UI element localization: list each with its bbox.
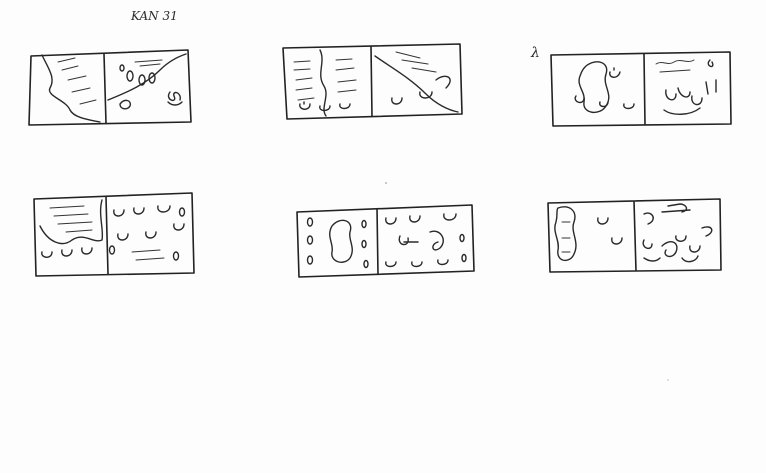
stone-5d	[362, 221, 366, 228]
mark-note: λ	[530, 45, 540, 61]
stone-c	[174, 252, 179, 260]
wave-scribble	[656, 60, 694, 72]
stone-5h	[462, 255, 466, 262]
right-marks	[706, 60, 716, 94]
sketch-6-divider	[634, 201, 636, 271]
sketch-6	[548, 199, 721, 272]
stone-a	[180, 208, 185, 216]
cup-field	[114, 206, 184, 240]
stone-5a	[308, 218, 313, 226]
ground-lines	[132, 250, 164, 260]
water-lines	[58, 58, 96, 104]
stone-5e	[362, 241, 366, 248]
water-shape	[42, 55, 100, 122]
sketch-1	[29, 50, 191, 125]
sketch-1-divider	[104, 54, 106, 123]
sketch-3-frame	[551, 52, 731, 126]
island-shape	[579, 62, 609, 113]
shore-cups	[42, 248, 92, 257]
sketch-3-divider	[644, 54, 645, 125]
mid-hatching	[336, 59, 356, 92]
sketch-5-divider	[377, 208, 378, 275]
top-glyphs	[644, 204, 690, 224]
sketch-4	[34, 193, 194, 276]
sketch-5	[297, 205, 474, 277]
stone-1	[127, 71, 133, 81]
right-hatching	[396, 52, 436, 72]
sketch-3	[551, 52, 731, 126]
stone-5g	[460, 235, 464, 242]
ground-curve	[644, 258, 660, 261]
creature-group	[664, 88, 702, 114]
figures-center	[399, 231, 443, 250]
sky-lines	[135, 60, 162, 66]
bottom-cups	[386, 260, 448, 267]
curl-mark	[702, 227, 712, 236]
island-marks	[562, 222, 570, 252]
sketch-4-divider	[106, 197, 108, 274]
stone-5c	[308, 256, 313, 264]
left-hatching	[294, 61, 314, 100]
stone-4	[120, 65, 124, 71]
river-line	[320, 50, 326, 116]
speck	[667, 379, 668, 380]
sketch-1-frame	[29, 50, 191, 125]
figure-icon	[168, 92, 182, 105]
cups-6-left	[598, 218, 622, 244]
top-cups	[386, 214, 456, 224]
header-note: KAN 31	[130, 9, 178, 23]
lake-hatching	[50, 206, 92, 232]
diagonal-shore	[375, 56, 458, 112]
stone-5f	[364, 261, 368, 268]
swirl-icon	[120, 100, 130, 108]
sketch-2	[283, 44, 462, 119]
sketch-5-frame	[297, 205, 474, 277]
stone-5b	[308, 236, 313, 244]
speck	[385, 182, 387, 184]
pond-shape	[330, 220, 353, 262]
creature-cluster	[643, 236, 700, 262]
sketch-2-divider	[371, 46, 372, 117]
stone-b	[110, 246, 115, 254]
